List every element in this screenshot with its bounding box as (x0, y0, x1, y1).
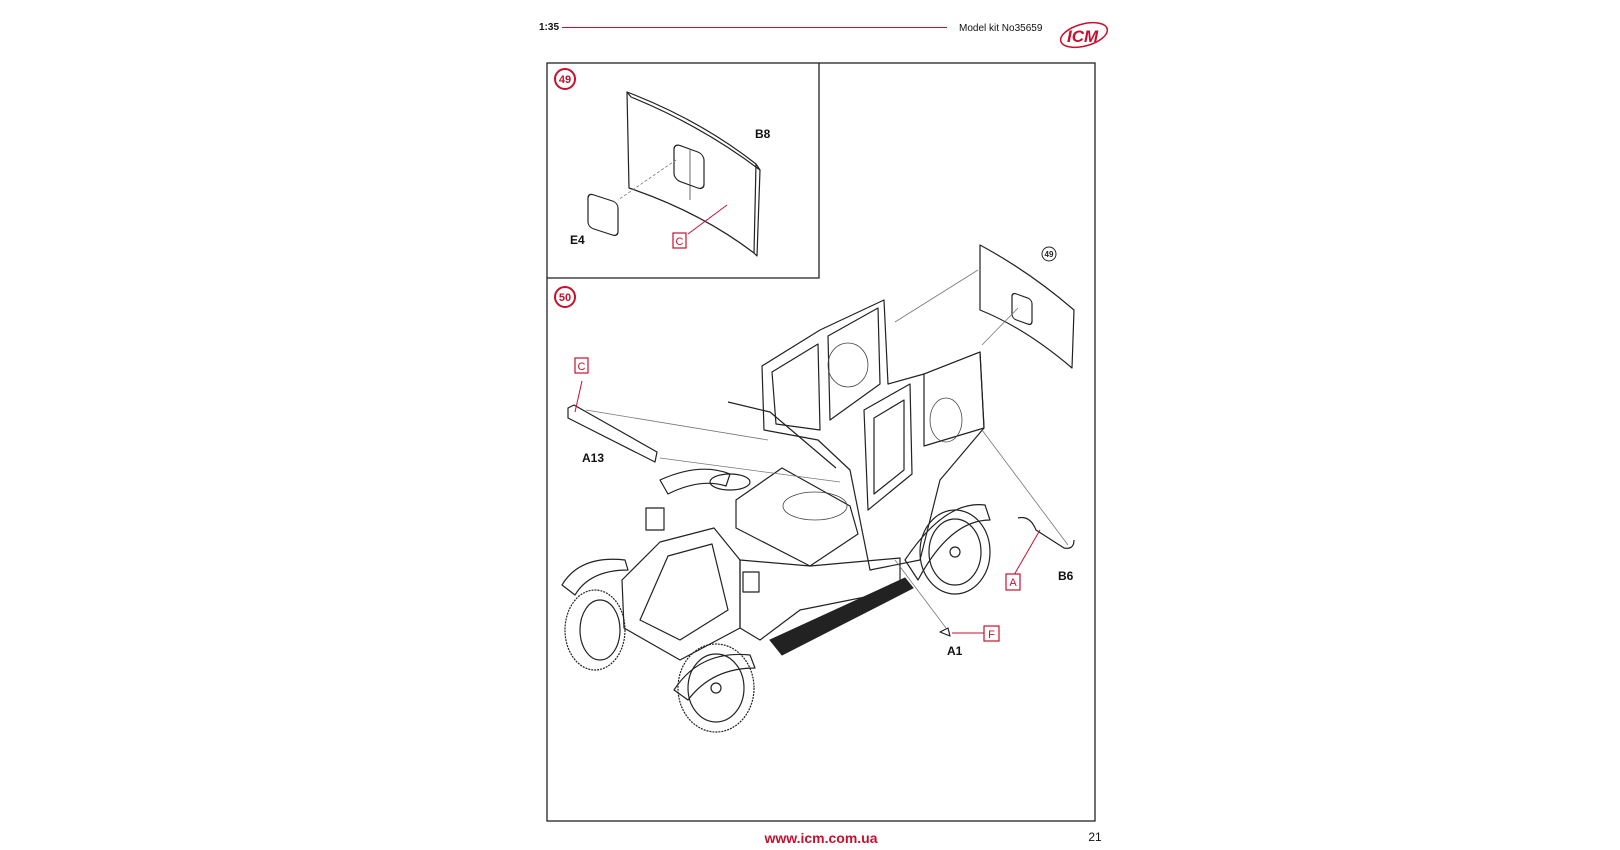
step-50-badge: 50 (554, 286, 576, 308)
step-49-reference: 49 (1041, 246, 1057, 262)
step-49-badge: 49 (554, 68, 576, 90)
part-label-a1: A1 (947, 644, 963, 658)
panel-b8-drawing (626, 91, 761, 257)
paint-callout-c: C (672, 232, 687, 249)
strip-a13-drawing (567, 404, 658, 463)
wheel-front-right (677, 643, 755, 733)
page-number: 21 (1088, 830, 1102, 844)
svg-text:49: 49 (1045, 250, 1054, 259)
paint-callout-c-step50: C (574, 357, 589, 374)
paint-callout-f: F (983, 625, 1000, 642)
wheel-rear (919, 509, 991, 595)
footer-url: www.icm.com.ua (763, 830, 877, 846)
part-label-b6: B6 (1058, 569, 1074, 583)
svg-text:A: A (1009, 577, 1017, 589)
svg-text:ICM: ICM (1067, 27, 1099, 46)
scale-label: 1:35 (539, 22, 559, 33)
svg-text:F: F (988, 629, 995, 641)
part-label-a13: A13 (582, 451, 604, 465)
window-e4-drawing (587, 193, 619, 237)
pin-a1-drawing (939, 627, 951, 637)
car-drawing (561, 299, 991, 733)
kit-number: Model kit No35659 (959, 23, 1043, 34)
running-board (769, 577, 914, 656)
icm-logo: ICM (1059, 21, 1109, 49)
step-49-frame (547, 63, 820, 279)
part-label-b8: B8 (755, 127, 771, 141)
wheel-front-left (564, 589, 626, 671)
paint-callout-a: A (1005, 573, 1021, 591)
step-frame (546, 62, 1096, 822)
svg-text:50: 50 (559, 292, 571, 304)
handle-b6-drawing (1017, 516, 1075, 549)
part-label-e4: E4 (570, 233, 585, 247)
rear-panel-drawing (979, 244, 1075, 369)
svg-text:C: C (676, 236, 684, 248)
svg-text:49: 49 (559, 74, 571, 86)
svg-text:C: C (578, 361, 586, 373)
